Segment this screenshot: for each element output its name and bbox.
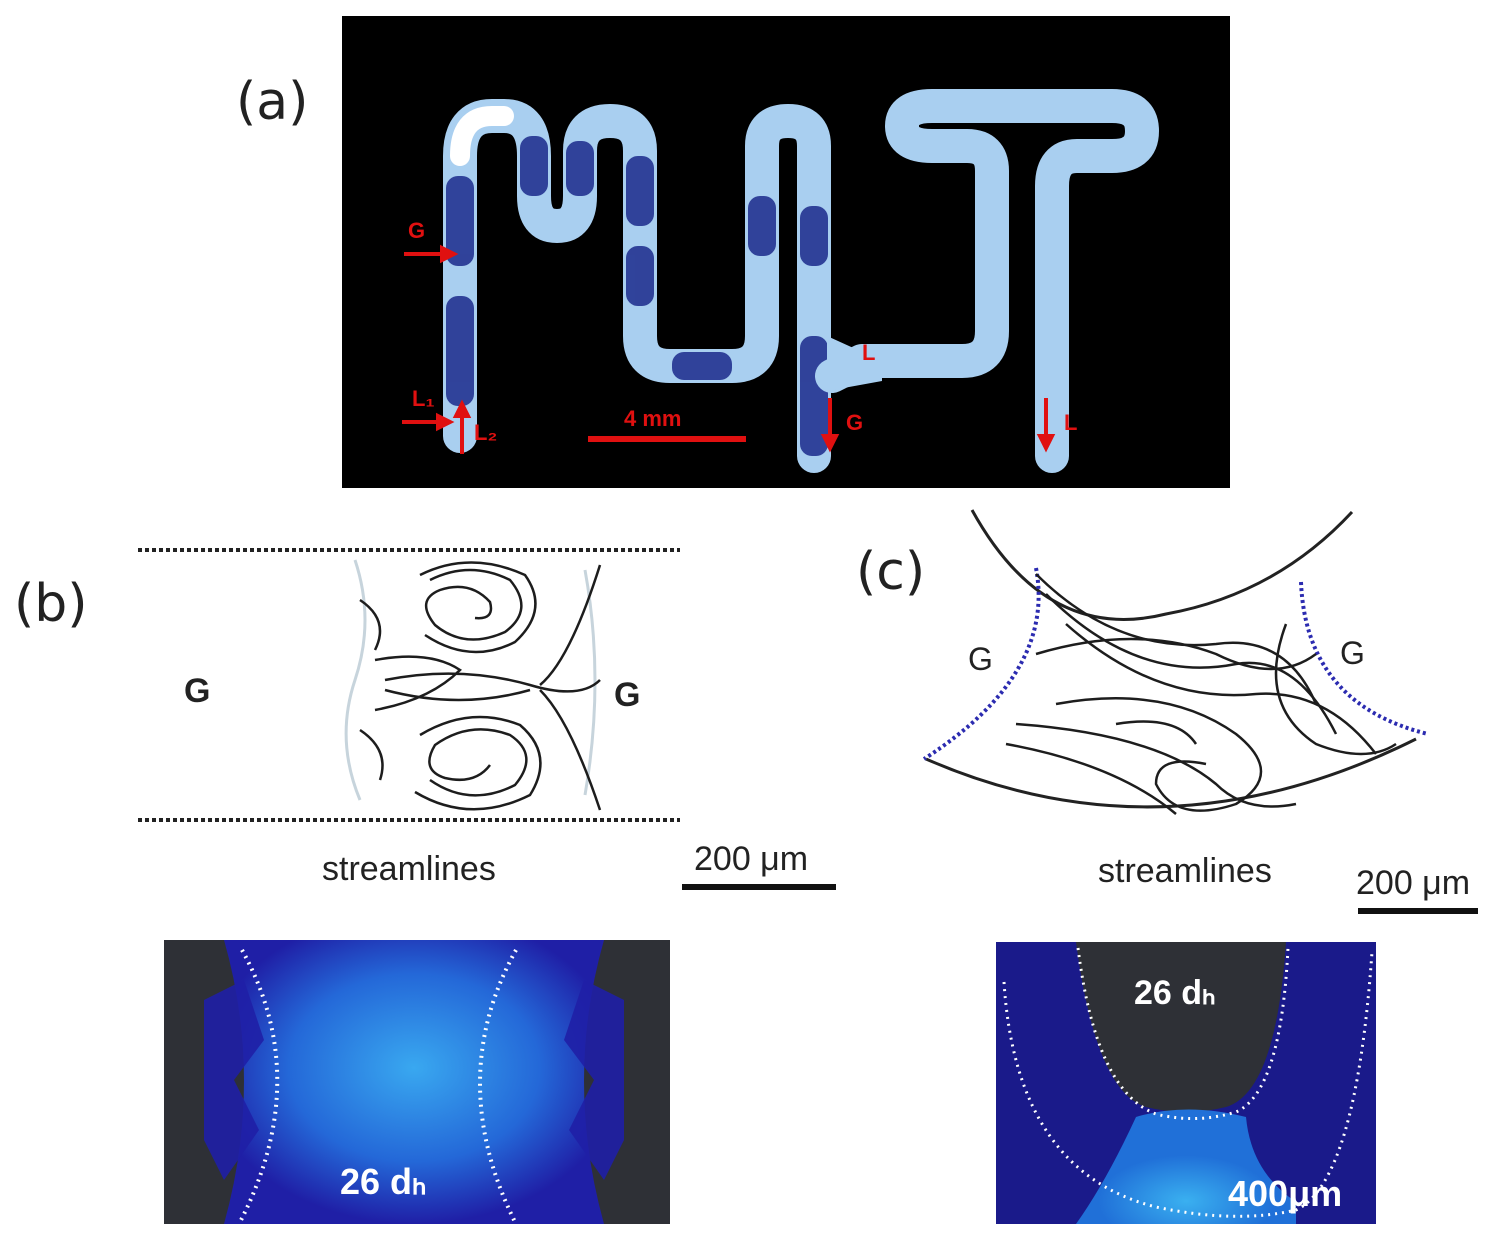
- photo-label-c: 26 dₕ: [1134, 974, 1216, 1012]
- panel-label-b: (b): [14, 574, 88, 634]
- scale-bar-c: [1358, 908, 1478, 914]
- label-l-outlet: L: [1064, 410, 1077, 435]
- photo-scale-c: 400μm: [1228, 1173, 1342, 1214]
- separator-channel: [815, 89, 1159, 473]
- scale-text-b: 200 μm: [694, 840, 809, 878]
- serpentine-channel: [443, 99, 831, 473]
- label-g-inlet: G: [408, 218, 425, 243]
- caption-b: streamlines: [322, 850, 496, 888]
- panel-a-chip-image: G L₁ L₂ L G L 4 mm: [342, 16, 1230, 488]
- panel-label-c: (c): [856, 542, 926, 602]
- panel-b-photo: 26 dₕ: [164, 940, 670, 1224]
- photo-label-b: 26 dₕ: [340, 1161, 427, 1202]
- gas-label-right-c: G: [1340, 635, 1365, 671]
- label-l-separator: L: [862, 340, 875, 365]
- caption-c: streamlines: [1098, 852, 1272, 890]
- scale-bar-b: [682, 884, 836, 890]
- gas-label-left: G: [184, 672, 210, 710]
- panel-c-streamline-diagram: G G: [922, 509, 1429, 815]
- gas-label-left-c: G: [968, 641, 993, 677]
- label-l2: L₂: [474, 420, 497, 445]
- label-g-outlet: G: [846, 410, 863, 435]
- label-l1: L₁: [412, 386, 435, 411]
- panel-c-photo: 26 dₕ 400μm: [996, 942, 1376, 1224]
- panel-label-a: (a): [236, 72, 309, 132]
- panel-b-streamline-diagram: G G: [138, 548, 680, 822]
- scale-4mm: 4 mm: [624, 406, 681, 431]
- scale-text-c: 200 μm: [1356, 864, 1471, 902]
- gas-label-right: G: [614, 676, 640, 714]
